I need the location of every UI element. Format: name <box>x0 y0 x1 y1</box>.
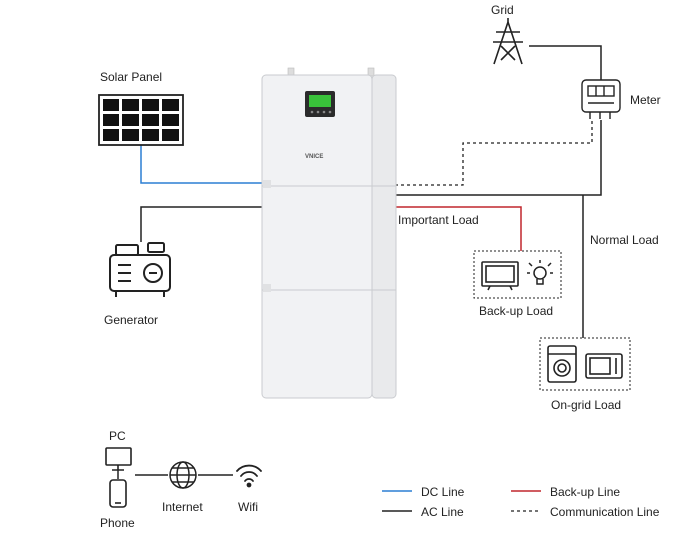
microwave-icon <box>585 353 623 379</box>
svg-text:Back-up Line: Back-up Line <box>550 485 620 499</box>
comm-line-meter <box>395 120 593 186</box>
phone-icon <box>109 479 127 508</box>
legend: DC Line AC Line Back-up Line Communicati… <box>382 485 660 519</box>
svg-text:AC Line: AC Line <box>421 505 464 519</box>
phone-label: Phone <box>100 516 135 530</box>
ongrid-load-label: On-grid Load <box>551 398 621 412</box>
grid-label: Grid <box>491 3 514 17</box>
globe-icon <box>169 461 197 489</box>
brand-logo: VNICE <box>305 154 323 160</box>
ongrid-load-box <box>539 337 631 391</box>
legend-item-dc-line: DC Line <box>382 485 465 499</box>
legend-item-ac-line: AC Line <box>382 505 464 519</box>
svg-text:Communication Line: Communication Line <box>550 505 660 519</box>
pc-label: PC <box>109 429 126 443</box>
wifi-label: Wifi <box>238 500 258 514</box>
backup-line <box>395 206 522 251</box>
solar-panel-label: Solar Panel <box>100 70 162 84</box>
generator-icon <box>109 242 171 297</box>
inverter-unit: VNICE <box>261 67 397 399</box>
backup-load-label: Back-up Load <box>479 304 553 318</box>
pc-icon <box>105 447 132 471</box>
bulb-icon <box>527 260 553 285</box>
washing-machine-icon <box>547 345 577 383</box>
backup-load-box <box>473 250 562 299</box>
legend-item-communication-line: Communication Line <box>511 505 660 519</box>
ac-line-generator <box>140 206 262 242</box>
dc-line-solar <box>140 145 262 184</box>
ac-line-grid <box>395 120 602 196</box>
important-load-label: Important Load <box>398 213 479 227</box>
inverter-screen <box>305 91 335 117</box>
meter-label: Meter <box>630 93 661 107</box>
meter-icon <box>581 79 621 119</box>
tv-icon <box>481 261 519 291</box>
internet-label: Internet <box>162 500 203 514</box>
solar-panel-icon <box>98 94 184 146</box>
svg-text:DC Line: DC Line <box>421 485 465 499</box>
generator-label: Generator <box>104 313 158 327</box>
ac-line-grid-top <box>529 45 602 80</box>
wifi-icon <box>236 464 262 488</box>
normal-load-label: Normal Load <box>590 233 659 247</box>
legend-item-backup-line: Back-up Line <box>511 485 620 499</box>
grid-tower-icon <box>493 18 523 65</box>
